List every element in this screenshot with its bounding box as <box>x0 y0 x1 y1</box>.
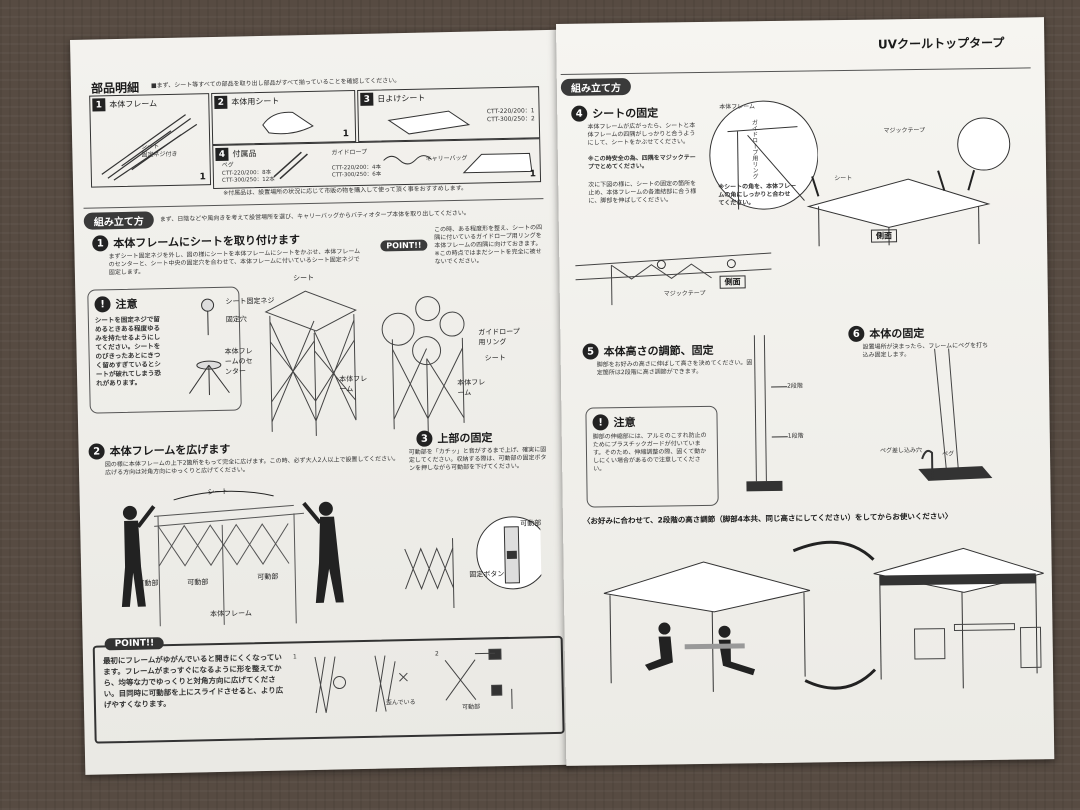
label-movable-3: 可動部 <box>257 572 279 582</box>
caution-title: 注意 <box>115 297 138 312</box>
step1-point-illustration <box>381 296 465 434</box>
label-velcro-side: マジックテープ <box>663 289 706 298</box>
point2-label-2: 2 <box>434 650 439 658</box>
step4-corner-illustration <box>709 100 819 210</box>
step5-caution-box: !注意 脚部の伸縮部には、アルミのこすれ防止のためにプラスチックガードが付いてい… <box>585 405 719 508</box>
label-step4-ring: ガイドロープ用リング <box>750 119 759 180</box>
rope-label: ガイドロープ <box>331 148 368 157</box>
step5-text: 脚部をお好みの高さに伸ばして高さを決めてください。固定箇所は2段階に高さ調節がで… <box>596 359 753 377</box>
label-guide-rope-ring: ガイドロープ用リング <box>478 327 520 347</box>
step1-point-text: この時、ある程度形を整え、シートの四隅に付いているガイドロープ用リングを本体フレ… <box>433 224 543 266</box>
label-peg-hole: ペグ差し込み穴 <box>879 446 923 455</box>
product-title: UVクールトップタープ <box>877 35 1005 52</box>
step5-caution-text: 脚部の伸縮部には、アルミのこすれ防止のためにプラスチックガードが付いています。そ… <box>592 431 707 473</box>
step1-frame-illustration <box>264 290 357 436</box>
label-point-sheet: シート <box>484 353 506 363</box>
step4-text: 本体フレームが広がったら、シートと本体フレームの四隅がしっかりと合うようにして、… <box>587 122 696 147</box>
point2-label-distorted: 歪んでいる <box>385 698 416 707</box>
label-sheet: シート <box>292 273 315 283</box>
step6-peg-illustration <box>918 348 993 481</box>
frame-qty: 1 <box>199 172 207 183</box>
step1-detail-illustration <box>189 298 230 396</box>
step4-tent-illustration <box>806 117 1011 247</box>
label-frame-center: 本体フレームのセンター <box>224 347 253 376</box>
accessory-illustration <box>273 151 533 180</box>
assembly-right-pill: 組み立て方 <box>560 77 631 96</box>
step4-text2: 次に下図の様に、シートの固定の箇所を止め、本体フレームの各連結部に合う様に、脚部… <box>588 180 697 205</box>
point2-label-1: 1 <box>292 653 297 661</box>
label-step2-sheet: シート <box>207 487 229 497</box>
step4-side-illustration <box>575 252 772 306</box>
step2-text: 図の様に本体フレームの上下2箇所をもって完全に広げます。この時、必ず大人2人以上… <box>104 455 400 477</box>
point2-illustration <box>314 648 513 714</box>
assembly-intro: まず、日陰などや風向きを考えて設営場所を選び、キャリーバッグからバティオタープ本… <box>159 209 470 223</box>
sheet-qty: 1 <box>342 129 350 140</box>
label-side-view-1: 側面 <box>870 229 898 243</box>
label-lock-button: 固定ボタン <box>469 570 505 579</box>
sunshade-illustration <box>387 110 471 135</box>
bottom-tent-illustrations <box>603 540 1046 692</box>
label-movable-1: 可動部 <box>137 579 159 588</box>
label-step4-sheet: シート <box>834 174 853 183</box>
assembly-title-pill: 組み立て方 <box>83 211 154 230</box>
bag-qty: 1 <box>529 169 537 180</box>
label-step4-frame: 本体フレーム <box>719 103 756 111</box>
step3-text: 可動部を「カチッ」と音がするまで上げ、確実に固定してください。収納する際は、可動… <box>408 446 547 472</box>
step1-point-badge: POINT!! <box>380 233 428 253</box>
point2-box: POINT!! 最初にフレームがゆがんでいると開きにくくなっています。フレームが… <box>92 635 565 744</box>
caution-text: シートを固定ネジで留めるときある程度ゆるみを持たせるようにしてください。シートを… <box>94 315 161 388</box>
step4-note2: ※シートの角を、本体フレームの角にしっかりと合わせてください。 <box>718 182 797 207</box>
label-main-frame: 本体フレーム <box>339 374 368 394</box>
step5-leg-illustration <box>746 335 788 492</box>
point2-badge: POINT!! <box>104 637 165 651</box>
step2-illustration <box>121 490 344 627</box>
label-peg: ペグ <box>941 450 955 458</box>
step4-note: ※この時安全の為、四隅をマジックテープでとめてください。 <box>587 154 696 171</box>
left-instruction-sheet: 部品明細 ■まず、シート等すべての部品を取り出し部品がすべて揃っていることを確認… <box>70 29 574 775</box>
height-adjust-note: 〈お好みに合わせて、2段階の高さ調節（脚部4本共、同じ高さにしてください）をして… <box>582 511 953 526</box>
label-hole: 固定穴 <box>225 315 247 324</box>
sunshade-models: CTT-220/200：1 CTT-300/250：2 <box>486 107 535 124</box>
bag-label: キャリーバッグ <box>425 154 468 163</box>
rope-models: CTT-220/200：4本 CTT-300/250：6本 <box>331 164 382 179</box>
label-stage-2: 2段階 <box>787 382 803 390</box>
frame-sub-label: シート 固定ネジ付き <box>141 143 178 159</box>
point2-label-movable: 可動部 <box>461 703 481 711</box>
label-velcro-top: マジックテープ <box>883 126 926 135</box>
label-side-view-2: 側面 <box>719 275 746 289</box>
label-movable-2: 可動部 <box>187 578 209 587</box>
step3-illustration <box>404 516 542 609</box>
label-stage-1: 1段階 <box>787 432 804 440</box>
label-step3-movable: 可動部 <box>520 519 542 528</box>
label-point-frame: 本体フレーム <box>457 378 486 397</box>
sheet-illustration <box>262 111 314 135</box>
frame-illustration <box>101 114 198 181</box>
label-step2-frame: 本体フレーム <box>209 609 252 619</box>
point2-text: 最初にフレームがゆがんでいると開きにくくなっています。フレームがまっすぐになるよ… <box>102 652 284 710</box>
step5-caution-title: 注意 <box>613 415 636 430</box>
